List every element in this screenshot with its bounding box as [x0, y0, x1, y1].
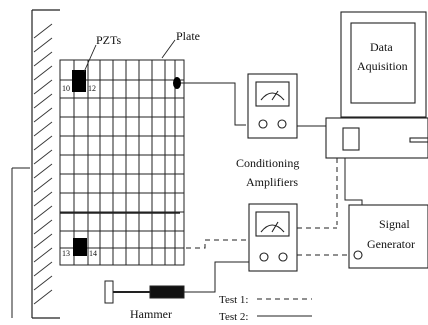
signal-generator-line2: Generator: [367, 237, 415, 251]
pzt-to-amp-dashed: [87, 239, 249, 249]
signal-generator-line1: Signal: [379, 217, 410, 231]
support-hatching: [33, 23, 53, 305]
conditioning-amplifier-top: [247, 73, 298, 139]
conditioning-label-line1: Conditioning: [236, 156, 299, 170]
pzt-12-label: 12: [88, 84, 96, 93]
daq-to-generator-cable: [344, 158, 363, 205]
plate-label: Plate: [176, 29, 200, 43]
pzt-14-label: 14: [89, 249, 97, 258]
hammer-cable: [184, 261, 249, 293]
pzt-patch-bottom: [73, 238, 87, 256]
pzts-leader: [83, 44, 97, 73]
data-acquisition-line1: Data: [370, 40, 393, 54]
legend-test1-label: Test 1:: [219, 294, 248, 306]
plate-leader: [161, 39, 176, 59]
hammer-label: Hammer: [130, 307, 172, 321]
conditioning-label-line2: Amplifiers: [246, 175, 298, 189]
sensor-cable: [181, 82, 246, 126]
legend-test2-label: Test 2:: [219, 311, 248, 323]
pzt-10-label: 10: [62, 84, 70, 93]
hammer-icon: [104, 280, 185, 304]
data-acquisition-line2: Aquisition: [357, 59, 408, 73]
pzt-13-label: 13: [62, 249, 70, 258]
signal-generator: [348, 204, 428, 269]
clamped-support: [31, 9, 60, 319]
pzt-patch-top: [72, 70, 86, 92]
conditioning-amplifier-bottom: [248, 203, 298, 272]
pzts-label: PZTs: [96, 33, 121, 47]
data-acquisition-computer: [325, 11, 428, 159]
sensor-point: [173, 77, 181, 89]
